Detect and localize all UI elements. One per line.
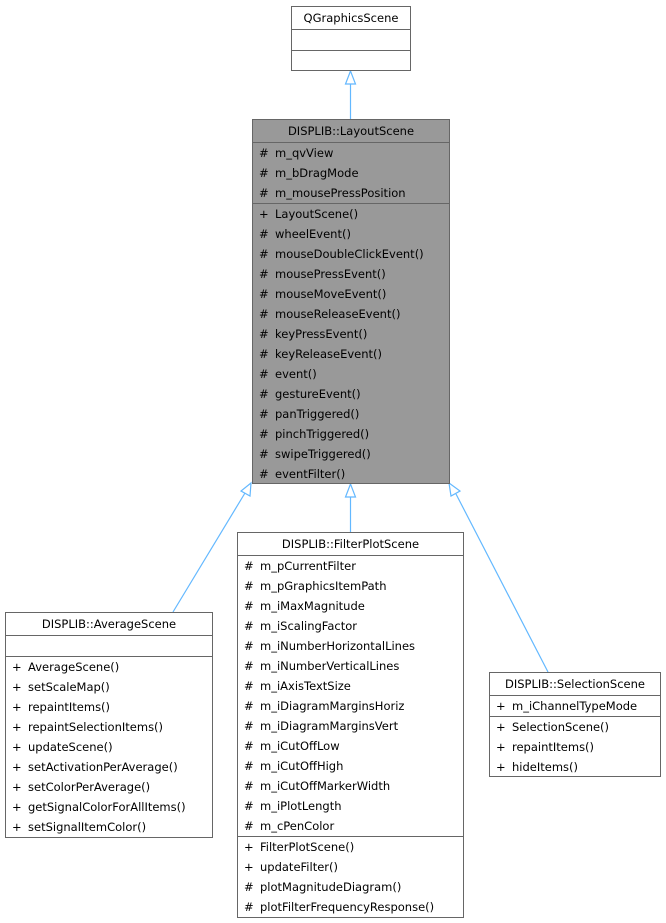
class-selectionscene[interactable]: DISPLIB::SelectionScene +m_iChannelTypeM…	[489, 672, 661, 777]
method-row: +repaintItems()	[496, 740, 595, 754]
method-row: +setScaleMap()	[12, 680, 110, 694]
class-averagescene[interactable]: DISPLIB::AverageScene +AverageScene() +s…	[5, 612, 213, 838]
method-row: +updateFilter()	[244, 860, 338, 874]
methods-section: +AverageScene() +setScaleMap() +repaintI…	[6, 657, 212, 837]
method-row: +updateScene()	[12, 740, 113, 754]
class-qgraphicsscene[interactable]: QGraphicsScene	[291, 6, 411, 71]
attribute-row: #m_cPenColor	[244, 819, 335, 833]
methods-section: +SelectionScene() +repaintItems() +hideI…	[490, 717, 660, 777]
edge-selection-to-layout	[455, 493, 549, 673]
methods-section: +LayoutScene() #wheelEvent() #mouseDoubl…	[253, 204, 449, 484]
method-row: #mousePressEvent()	[259, 267, 386, 281]
method-row: +SelectionScene()	[496, 720, 610, 734]
attribute-row: #m_iDiagramMarginsVert	[244, 719, 399, 733]
class-name: QGraphicsScene	[292, 7, 410, 30]
attribute-row: +m_iChannelTypeMode	[496, 699, 638, 713]
method-row: #mouseReleaseEvent()	[259, 307, 401, 321]
attribute-row: #m_iCutOffHigh	[244, 759, 344, 773]
method-row: #keyReleaseEvent()	[259, 347, 382, 361]
method-row: #panTriggered()	[259, 407, 360, 421]
attribute-row: #m_iScalingFactor	[244, 619, 357, 633]
method-row: #event()	[259, 367, 317, 381]
attribute-row: #m_iMaxMagnitude	[244, 599, 365, 613]
class-filterplotscene[interactable]: DISPLIB::FilterPlotScene #m_pCurrentFilt…	[237, 532, 464, 918]
attribute-row: #m_pCurrentFilter	[244, 559, 356, 573]
method-row: #wheelEvent()	[259, 227, 351, 241]
method-row: #swipeTriggered()	[259, 447, 371, 461]
attribute-row: #m_mousePressPosition	[259, 186, 406, 200]
methods-section	[292, 51, 410, 71]
class-name: DISPLIB::LayoutScene	[253, 120, 449, 143]
method-row: +repaintItems()	[12, 700, 111, 714]
method-row: #pinchTriggered()	[259, 427, 370, 441]
method-row: +setSignalItemColor()	[12, 820, 147, 834]
method-row: #gestureEvent()	[259, 387, 361, 401]
attribute-row: #m_iDiagramMarginsHoriz	[244, 699, 405, 713]
attributes-section	[292, 30, 410, 51]
method-row: +setActivationPerAverage()	[12, 760, 178, 774]
attribute-row: #m_qvView	[259, 146, 334, 160]
method-row: #mouseDoubleClickEvent()	[259, 247, 424, 261]
method-row: +repaintSelectionItems()	[12, 720, 164, 734]
method-row: +AverageScene()	[12, 660, 120, 674]
method-row: +setColorPerAverage()	[12, 780, 151, 794]
attribute-row: #m_iNumberVerticalLines	[244, 659, 400, 673]
inherit-arrow-icon	[239, 481, 252, 497]
inherit-arrow-icon	[344, 69, 357, 85]
method-row: +FilterPlotScene()	[244, 840, 355, 854]
methods-section: +FilterPlotScene() +updateFilter() #plot…	[238, 837, 463, 917]
class-layoutscene[interactable]: DISPLIB::LayoutScene #m_qvView #m_bDragM…	[252, 119, 450, 484]
method-row: #plotFilterFrequencyResponse()	[244, 900, 435, 914]
method-row: #plotMagnitudeDiagram()	[244, 880, 402, 894]
method-row: #mouseMoveEvent()	[259, 287, 387, 301]
attributes-section: +m_iChannelTypeMode	[490, 696, 660, 717]
attributes-section: #m_qvView #m_bDragMode #m_mousePressPosi…	[253, 143, 449, 204]
method-row: #eventFilter()	[259, 467, 346, 481]
attribute-row: #m_iAxisTextSize	[244, 679, 351, 693]
attribute-row: #m_iPlotLength	[244, 799, 342, 813]
attribute-row: #m_bDragMode	[259, 166, 359, 180]
class-name: DISPLIB::FilterPlotScene	[238, 533, 463, 556]
method-row: #keyPressEvent()	[259, 327, 368, 341]
method-row: +hideItems()	[496, 760, 579, 774]
attributes-section: #m_pCurrentFilter #m_pGraphicsItemPath #…	[238, 556, 463, 837]
method-row: +getSignalColorForAllItems()	[12, 800, 186, 814]
attribute-row: #m_iCutOffMarkerWidth	[244, 779, 391, 793]
class-name: DISPLIB::SelectionScene	[490, 673, 660, 696]
attribute-row: #m_iCutOffLow	[244, 739, 340, 753]
edge-average-to-layout	[172, 492, 246, 613]
attribute-row: #m_iNumberHorizontalLines	[244, 639, 416, 653]
attributes-section	[6, 636, 212, 657]
method-row: +LayoutScene()	[259, 207, 359, 221]
inherit-arrow-icon	[344, 482, 357, 498]
inherit-arrow-icon	[448, 481, 462, 497]
class-name: DISPLIB::AverageScene	[6, 613, 212, 636]
attribute-row: #m_pGraphicsItemPath	[244, 579, 387, 593]
